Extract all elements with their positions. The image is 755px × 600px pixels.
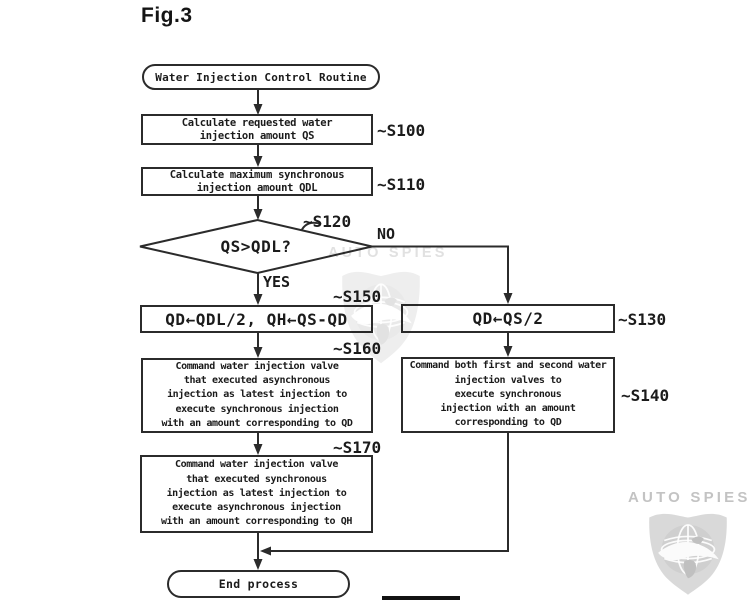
process-box-s170: Command water injection valve that execu…	[140, 455, 373, 533]
decision-condition-s120: QS>QDL?	[220, 237, 292, 256]
branch-label-yes: YES	[263, 273, 291, 291]
auto-spies-logo-icon-bottom	[644, 506, 732, 600]
process-box-s130: QD←QS/2	[401, 304, 615, 333]
watermark-text-bottom: AUTO SPIES	[628, 489, 751, 506]
arrowhead-merge-end	[253, 559, 263, 570]
figure-title: Fig.3	[141, 4, 193, 27]
start-node-label: Water Injection Control Routine	[155, 70, 367, 84]
step-ref-s140: ~S140	[621, 386, 670, 405]
start-node: Water Injection Control Routine	[142, 64, 380, 90]
process-box-s150: QD←QDL/2, QH←QS-QD	[140, 305, 373, 333]
arrowhead-s140-merge	[260, 546, 271, 556]
auto-spies-logo-icon-center	[337, 263, 425, 371]
branch-label-no: NO	[377, 225, 396, 243]
arrowhead-yes-s150	[253, 294, 263, 305]
partial-element-bar	[382, 596, 460, 600]
process-box-s110: Calculate maximum synchronous injection …	[141, 167, 373, 196]
edge-no-s130	[372, 245, 509, 294]
step-ref-s110: ~S110	[377, 175, 426, 194]
arrowhead-s160-s170	[253, 444, 263, 455]
end-node: End process	[167, 570, 350, 598]
step-ref-s120: ~S120	[303, 212, 352, 231]
edge-s140-merge	[271, 433, 509, 552]
shield-icon	[337, 263, 425, 367]
arrowhead-s100-s110	[253, 156, 263, 167]
process-box-s140: Command both first and second water inje…	[401, 357, 615, 433]
arrowhead-start-s100	[253, 104, 263, 115]
arrowhead-s150-s160	[253, 347, 263, 358]
shield-icon	[644, 506, 732, 598]
decision-diamond-s120	[139, 218, 373, 275]
process-box-s100: Calculate requested water injection amou…	[141, 114, 373, 145]
arrowhead-no-s130	[503, 293, 513, 304]
step-ref-s170: ~S170	[333, 438, 382, 457]
watermark-text-center: AUTO SPIES	[328, 245, 448, 261]
arrowhead-s130-s140	[503, 346, 513, 357]
step-ref-s130: ~S130	[618, 310, 667, 329]
arrowhead-s110-s120	[253, 209, 263, 220]
process-box-s160: Command water injection valve that execu…	[141, 358, 373, 433]
end-node-label: End process	[218, 577, 299, 591]
step-ref-s100: ~S100	[377, 121, 426, 140]
